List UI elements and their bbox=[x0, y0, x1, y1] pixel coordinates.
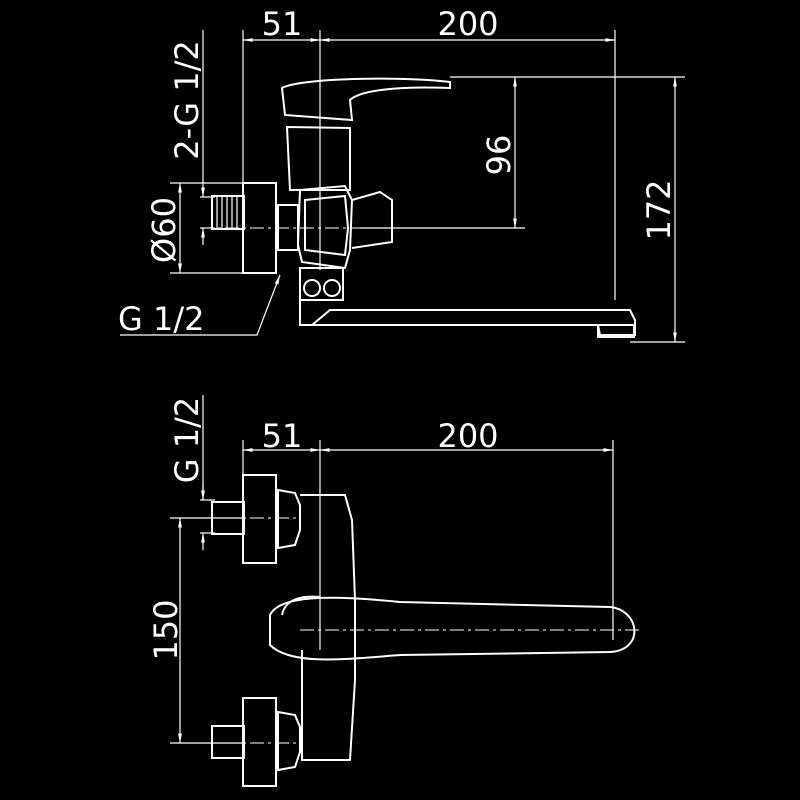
top-view: 51 200 G 1/2 150 bbox=[147, 395, 640, 787]
side-offset-label: 51 bbox=[262, 5, 303, 43]
total-height-label: 172 bbox=[640, 179, 678, 240]
flange-diameter-label: Ø60 bbox=[145, 197, 183, 263]
top-spout-length-label: 200 bbox=[437, 417, 498, 455]
side-view: 51 200 2-G 1/2 96 172 Ø60 G 1/2 bbox=[118, 5, 685, 343]
side-spout-length-label: 200 bbox=[437, 5, 498, 43]
inlet-spacing-label: 150 bbox=[147, 599, 185, 660]
top-offset-label: 51 bbox=[262, 417, 303, 455]
top-inlet-thread-label: G 1/2 bbox=[168, 397, 206, 483]
outlet-thread-label: G 1/2 bbox=[118, 300, 204, 338]
lever-height-label: 96 bbox=[480, 135, 518, 176]
side-inlet-thread-label: 2-G 1/2 bbox=[168, 40, 206, 160]
